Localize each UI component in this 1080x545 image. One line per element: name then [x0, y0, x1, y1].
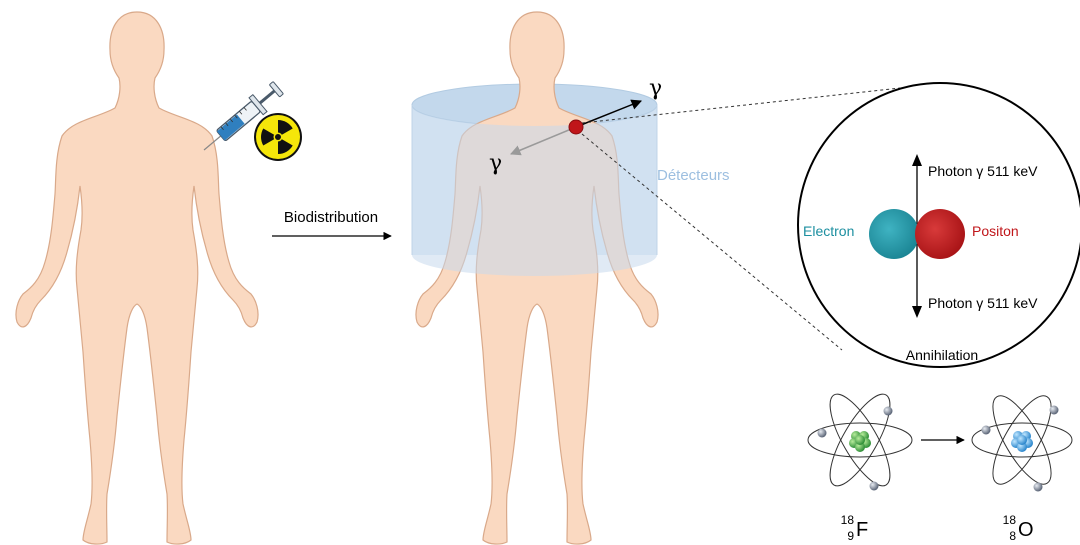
atom-icon-oxygen: [972, 388, 1072, 492]
patient-body-left: [16, 12, 258, 544]
radiation-icon: [254, 113, 302, 161]
annihilation-label: Annihilation: [906, 347, 978, 363]
gamma-label-top: γ: [649, 76, 662, 101]
oxygen-atomic-number: 8: [1009, 529, 1016, 543]
isotope-fluorine: 18 9 F: [841, 513, 869, 543]
electron-label: Electron: [803, 223, 854, 239]
fluorine-symbol: F: [856, 519, 868, 541]
fluorine-atomic-number: 9: [847, 529, 854, 543]
fluorine-mass-number: 18: [841, 513, 855, 527]
positon-label: Positon: [972, 223, 1019, 239]
detector-ring-front: [412, 105, 657, 276]
annihilation-point: [569, 120, 583, 134]
gamma-label-left: γ: [489, 151, 502, 176]
electron-particle: [869, 209, 919, 259]
atom-icon-fluorine: [808, 386, 912, 493]
photon-label-bottom: Photon γ 511 keV: [928, 295, 1038, 311]
oxygen-symbol: O: [1018, 519, 1034, 541]
detectors-label: Détecteurs: [657, 167, 730, 184]
isotope-oxygen: 18 8 O: [1003, 513, 1034, 543]
photon-label-top: Photon γ 511 keV: [928, 163, 1038, 179]
oxygen-mass-number: 18: [1003, 513, 1017, 527]
positon-particle: [915, 209, 965, 259]
biodistribution-label: Biodistribution: [284, 209, 378, 226]
